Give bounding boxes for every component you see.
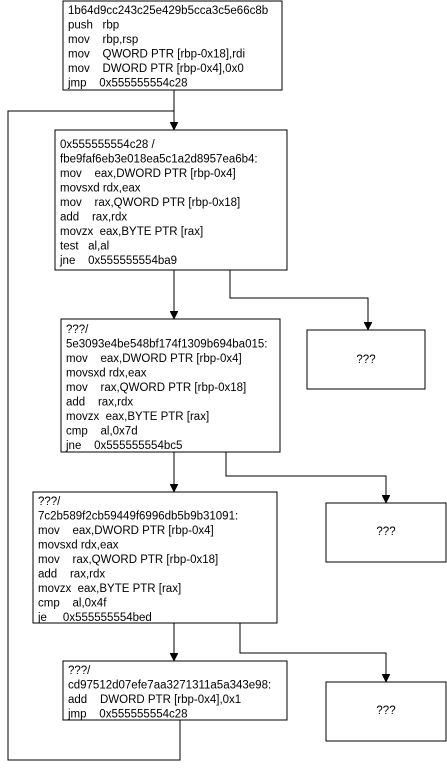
- block-loop-head: 0x555555554c28 / fbe9faf6eb3e018ea5c1a2d8…: [54, 129, 288, 271]
- block-entry-text: 1b64d9cc243c25e429b5cca3c5e66c8b push rbp…: [67, 5, 268, 90]
- asm-line: 0x555555554c28 /: [60, 139, 155, 151]
- unknown-block-2: ???: [325, 502, 447, 563]
- unknown-blocks: ??? ??? ???: [306, 329, 447, 742]
- block-check-4f-text: ???/ 7c2b589f2cb59449f6996db5b9b31091: mov…: [37, 496, 238, 624]
- asm-line: movsxd rdx,eax: [38, 540, 119, 552]
- asm-line: movzx eax,BYTE PTR [rax]: [60, 226, 203, 238]
- asm-line: add rax,rdx: [66, 397, 133, 409]
- asm-line: mov rax,QWORD PTR [rbp-0x18]: [38, 554, 218, 566]
- asm-line: movsxd rdx,eax: [66, 368, 147, 380]
- asm-line: mov rax,QWORD PTR [rbp-0x18]: [66, 382, 246, 394]
- block-check-7d: ???/ 5e3093e4be548bf174f1309b694ba015: mov…: [60, 318, 281, 453]
- edge-loop-head-to-unknown-1: [229, 270, 368, 329]
- asm-line: movzx eax,BYTE PTR [rax]: [66, 411, 209, 423]
- unknown-block-3-label: ???: [376, 705, 395, 717]
- edge-check-7d-to-unknown-2: [225, 452, 386, 502]
- asm-line: 5e3093e4be548bf174f1309b694ba015:: [66, 339, 267, 351]
- block-increment-text: ???/ cd97512d07efe7aa3271311a5a343e98: add…: [67, 665, 271, 721]
- block-check-7d-text: ???/ 5e3093e4be548bf174f1309b694ba015: mov…: [65, 324, 267, 452]
- asm-line: jmp 0x555555554c28: [67, 78, 188, 90]
- unknown-block-1: ???: [306, 329, 426, 390]
- asm-line: fbe9faf6eb3e018ea5c1a2d8957ea6b4:: [60, 154, 258, 166]
- asm-line: ???/: [66, 324, 89, 336]
- asm-line: cmp al,0x7d: [66, 426, 138, 438]
- asm-line: mov QWORD PTR [rbp-0x18],rdi: [68, 49, 245, 61]
- asm-line: mov rbp,rsp: [68, 34, 138, 46]
- block-increment: ???/ cd97512d07efe7aa3271311a5a343e98: add…: [62, 660, 288, 721]
- unknown-block-1-label: ???: [356, 354, 375, 366]
- asm-line: jmp 0x555555554c28: [67, 709, 188, 721]
- asm-line: mov eax,DWORD PTR [rbp-0x4]: [60, 168, 236, 180]
- asm-line: 1b64d9cc243c25e429b5cca3c5e66c8b: [68, 5, 268, 17]
- asm-line: movsxd rdx,eax: [60, 183, 141, 195]
- asm-line: mov DWORD PTR [rbp-0x4],0x0: [68, 63, 244, 75]
- block-entry: 1b64d9cc243c25e429b5cca3c5e66c8b push rbp…: [62, 0, 283, 91]
- block-check-4f: ???/ 7c2b589f2cb59449f6996db5b9b31091: mov…: [32, 491, 278, 624]
- asm-line: push rbp: [68, 20, 119, 32]
- asm-line: 7c2b589f2cb59449f6996db5b9b31091:: [38, 511, 238, 523]
- asm-line: add rax,rdx: [60, 212, 127, 224]
- asm-line: cd97512d07efe7aa3271311a5a343e98:: [68, 680, 271, 692]
- asm-line: ???/: [38, 496, 61, 508]
- asm-line: mov eax,DWORD PTR [rbp-0x4]: [38, 525, 214, 537]
- asm-line: cmp al,0x4f: [38, 598, 107, 610]
- edge-back-to-loop-head: [7, 110, 181, 761]
- unknown-block-2-label: ???: [376, 526, 395, 538]
- asm-line: mov rax,QWORD PTR [rbp-0x18]: [60, 197, 240, 209]
- asm-line: jne 0x555555554bc5: [65, 440, 182, 452]
- edge-check-4f-to-unknown-3: [239, 623, 386, 681]
- edges: [7, 90, 386, 761]
- asm-line: jne 0x555555554ba9: [59, 255, 177, 267]
- code-blocks: 1b64d9cc243c25e429b5cca3c5e66c8b push rbp…: [32, 0, 288, 721]
- block-loop-head-text: 0x555555554c28 / fbe9faf6eb3e018ea5c1a2d8…: [59, 139, 258, 267]
- asm-line: ???/: [68, 665, 91, 677]
- asm-line: mov eax,DWORD PTR [rbp-0x4]: [66, 353, 242, 365]
- asm-line: add rax,rdx: [38, 569, 105, 581]
- asm-line: movzx eax,BYTE PTR [rax]: [38, 583, 181, 595]
- unknown-block-3: ???: [325, 681, 447, 742]
- asm-line: add DWORD PTR [rbp-0x4],0x1: [68, 694, 241, 706]
- asm-line: test al,al: [60, 241, 109, 253]
- asm-line: je 0x555555554bed: [37, 612, 152, 624]
